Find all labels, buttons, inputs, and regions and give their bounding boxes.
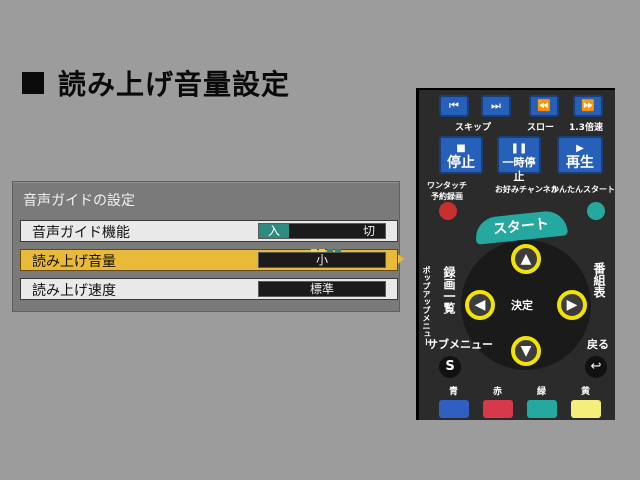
menu-row-voice-guide[interactable]: 音声ガイド機能 入 切 (20, 220, 398, 242)
onetouch-record-button[interactable] (439, 202, 457, 220)
title-square-icon (22, 72, 44, 94)
menu-row-label: 音声ガイド機能 (32, 225, 130, 241)
program-table-label: 番組表 (592, 262, 606, 298)
toggle-on[interactable]: 入 (259, 224, 289, 238)
skip-back-button[interactable]: ⏮ (439, 95, 469, 117)
popup-menu-label: ポップアップメニュー (422, 266, 431, 346)
skip-forward-button[interactable]: ⏭ (481, 95, 511, 117)
stop-button[interactable]: ■停止 (439, 136, 483, 174)
menu-row-label: 読み上げ速度 (32, 283, 116, 299)
menu-row-read-volume[interactable]: 読み上げ音量 小 (20, 249, 404, 271)
right-button[interactable]: ▶ (557, 290, 587, 320)
blue-button[interactable] (439, 400, 469, 418)
play-label: 再生 (566, 155, 594, 171)
voice-guide-settings-panel: 音声ガイドの設定 音声ガイド機能 入 切 読み上げ音量 小 読み上げ速度 標準 (12, 181, 404, 312)
page-title-row: 読み上げ音量設定 (22, 66, 291, 101)
recorded-list-label: 録画一覧 (442, 266, 456, 314)
favorite-label: お好みチャンネル (495, 185, 559, 194)
voice-guide-toggle[interactable]: 入 切 (258, 223, 386, 239)
red-button[interactable] (483, 400, 513, 418)
pause-button[interactable]: ❚❚一時停止 (497, 136, 541, 183)
yellow-button[interactable] (571, 400, 601, 418)
down-button[interactable]: ▼ (511, 336, 541, 366)
enter-button[interactable]: 決定 (511, 299, 533, 312)
submenu-label: サブメニュー (427, 338, 493, 351)
easy-start-button[interactable] (587, 202, 605, 220)
stop-label: 停止 (447, 155, 475, 171)
blue-label: 青 (449, 387, 459, 397)
slow-label: スロー (527, 123, 555, 133)
yellow-label: 黄 (581, 387, 591, 397)
back-label: 戻る (587, 338, 609, 351)
red-label: 赤 (493, 387, 503, 397)
speed-label: 1.3倍速 (569, 123, 603, 133)
pause-label: 一時停止 (502, 156, 536, 183)
play-button[interactable]: ▶再生 (557, 136, 603, 174)
green-button[interactable] (527, 400, 557, 418)
onetouch-label: ワンタッチ予約録画 (427, 181, 467, 201)
back-icon[interactable]: ↩ (585, 356, 607, 378)
green-label: 緑 (537, 387, 547, 397)
menu-row-read-speed[interactable]: 読み上げ速度 標準 (20, 278, 398, 300)
volume-level-indicator (311, 249, 341, 252)
chevron-right-icon (398, 254, 404, 264)
direction-pad: ▲ ▼ ◀ ▶ 決定 (461, 240, 591, 370)
read-volume-value[interactable]: 小 (258, 249, 386, 268)
remote-control: ⏮ ⏭ ⏪ ⏩ スキップ スロー 1.3倍速 ■停止 ❚❚一時停止 ▶再生 ワン… (416, 88, 615, 420)
slow-forward-button[interactable]: ⏩ (573, 95, 603, 117)
easy-start-label: かんたんスタート (551, 185, 615, 194)
page-title: 読み上げ音量設定 (58, 68, 291, 101)
submenu-button[interactable]: S (439, 356, 461, 378)
slow-back-button[interactable]: ⏪ (529, 95, 559, 117)
left-button[interactable]: ◀ (465, 290, 495, 320)
up-button[interactable]: ▲ (511, 244, 541, 274)
read-volume-text: 小 (315, 253, 328, 267)
menu-row-label: 読み上げ音量 (32, 254, 116, 270)
toggle-off[interactable]: 切 (362, 224, 375, 238)
panel-header: 音声ガイドの設定 (23, 193, 135, 209)
read-speed-text: 標準 (309, 282, 334, 296)
read-speed-value[interactable]: 標準 (258, 281, 386, 297)
skip-label: スキップ (455, 123, 492, 133)
